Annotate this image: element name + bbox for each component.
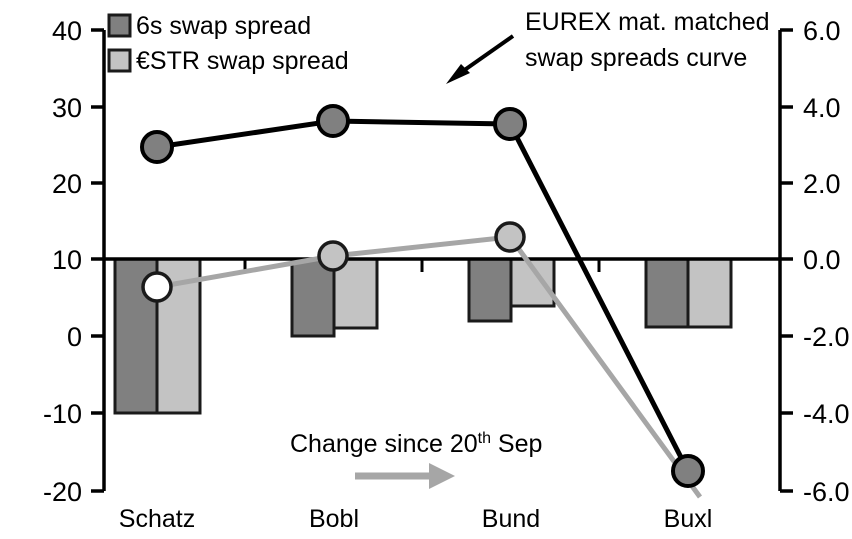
annotation-change-arrow-icon <box>355 463 455 489</box>
series-line-change-since <box>141 221 703 499</box>
marker-change-bund <box>494 221 526 253</box>
right-axis-tick-5: -4.0 <box>803 399 850 429</box>
left-axis-tick-6: -20 <box>43 477 82 507</box>
category-label-bund: Bund <box>482 505 540 533</box>
legend-label-6s: 6s swap spread <box>136 12 311 40</box>
legend-swatch-estr <box>107 48 132 73</box>
annotation-change-superscript: th <box>478 430 491 447</box>
right-axis: 6.0 4.0 2.0 0.0 -2.0 -4.0 -6.0 <box>778 16 850 507</box>
marker-change-bobl <box>317 240 349 272</box>
right-axis-tick-0: 6.0 <box>803 16 841 46</box>
series-line-eurex-curve <box>140 104 705 488</box>
left-axis-tick-1: 30 <box>52 93 82 123</box>
legend-swatch-6s <box>107 13 132 38</box>
bar-6s-bund <box>467 257 513 323</box>
annotation-curve-line-2: swap spreads curve <box>525 44 747 72</box>
left-axis-tick-5: -10 <box>43 399 82 429</box>
annotation-curve-arrow-icon <box>446 34 515 84</box>
legend-entry-6s-swap-spread[interactable]: 6s swap spread <box>107 12 311 40</box>
bar-estr-buxl <box>686 257 733 329</box>
left-axis: 40 30 20 10 0 -10 -20 <box>43 16 106 507</box>
bar-6s-bobl <box>290 257 336 338</box>
right-axis-tick-4: -2.0 <box>803 322 850 352</box>
bar-6s-buxl <box>644 257 690 329</box>
annotation-curve-line-1: EUREX mat. matched <box>525 8 770 36</box>
marker-eurex-buxl <box>671 454 705 488</box>
marker-eurex-schatz <box>140 130 174 164</box>
marker-eurex-bobl <box>316 104 350 138</box>
left-axis-tick-0: 40 <box>52 16 82 46</box>
annotation-change-suffix: Sep <box>491 430 542 458</box>
marker-change-schatz <box>141 271 173 303</box>
bars-group <box>113 257 733 415</box>
right-axis-tick-1: 4.0 <box>803 93 841 123</box>
category-label-schatz: Schatz <box>119 505 195 533</box>
category-label-bobl: Bobl <box>309 505 359 533</box>
bar-estr-bobl <box>332 257 379 330</box>
left-axis-tick-3: 10 <box>52 245 82 275</box>
annotation-change-prefix: Change since 20 <box>290 430 478 458</box>
annotation-curve-callout: EUREX mat. matched swap spreads curve <box>446 8 770 84</box>
right-axis-tick-6: -6.0 <box>803 477 850 507</box>
right-axis-tick-3: 0.0 <box>803 245 841 275</box>
annotation-change-callout: Change since 20th Sep <box>290 430 542 489</box>
category-label-buxl: Buxl <box>664 505 713 533</box>
legend-label-estr: €STR swap spread <box>136 47 349 75</box>
left-axis-tick-4: 0 <box>67 322 82 352</box>
annotation-change-text: Change since 20th Sep <box>290 430 542 458</box>
right-axis-tick-2: 2.0 <box>803 169 841 199</box>
legend: 6s swap spread €STR swap spread <box>107 12 349 75</box>
marker-eurex-bund <box>493 107 527 141</box>
category-labels: Schatz Bobl Bund Buxl <box>119 505 713 533</box>
left-axis-tick-2: 20 <box>52 169 82 199</box>
legend-entry-estr-swap-spread[interactable]: €STR swap spread <box>107 47 349 75</box>
